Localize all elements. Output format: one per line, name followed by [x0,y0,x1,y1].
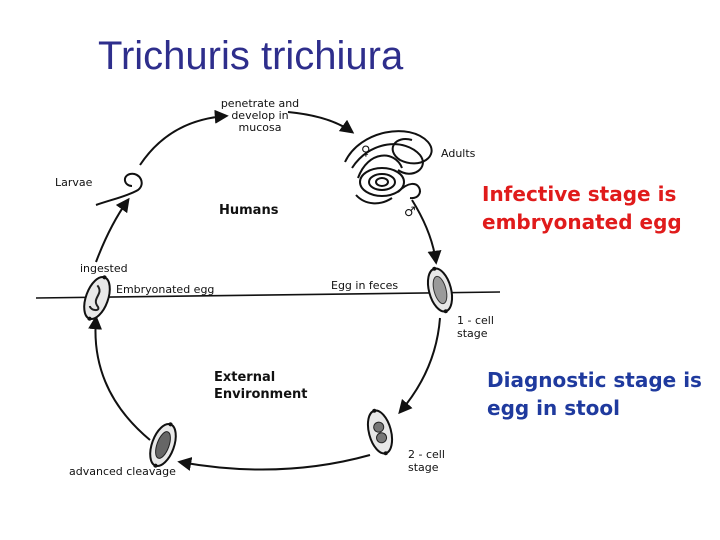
two-cell-egg-illustration [366,408,394,456]
label-egg-in-feces: Egg in feces [331,279,398,292]
label-humans: Humans [219,203,279,218]
arrow-larvae-to-mucosa [139,109,229,166]
slide-title: Trichuris trichiura [98,34,404,78]
label-adults: Adults [441,147,476,160]
label-one-cell-stage-1: 1 - cell [457,314,494,327]
arrow-adults-to-egg-feces [411,199,442,265]
larva-illustration [95,172,143,206]
diagnostic-stage-note: Diagnostic stage is egg in stool [487,366,702,422]
label-one-cell-stage-2: stage [457,327,488,340]
advanced-cleavage-egg-illustration [149,422,177,468]
arrow-ingested-to-larvae [95,197,130,263]
label-penetrate-line-1: penetrate and [221,97,299,110]
label-penetrate-line-2: develop in [231,109,288,122]
diagnostic-note-line-1: Diagnostic stage is [487,368,702,392]
label-environment: Environment [214,387,308,402]
arrow-egg-to-1cell [398,317,441,415]
male-symbol: ♂ [404,205,416,220]
female-symbol: ♀ [361,144,371,159]
label-embryonated-egg: Embryonated egg [116,283,214,296]
embryonated-egg-illustration [83,275,111,321]
label-two-cell-stage-2: stage [408,461,439,474]
egg-in-feces-illustration [426,266,454,314]
environment-divider-line [35,291,501,299]
cycle-arrows [88,109,442,471]
arrow-advanced-to-embryonated [88,315,151,441]
arrow-penetrate-to-adults [287,111,355,134]
label-larvae: Larvae [55,176,93,189]
adult-worms-illustration [344,130,433,205]
infective-stage-note: Infective stage is embryonated egg [482,180,682,236]
label-two-cell-stage-1: 2 - cell [408,448,445,461]
label-external: External [214,370,275,385]
infective-note-line-1: Infective stage is [482,182,677,206]
label-penetrate-line-3: mucosa [239,121,282,134]
label-advanced-cleavage: advanced cleavage [69,465,176,478]
diagnostic-note-line-2: egg in stool [487,396,621,420]
infective-note-line-2: embryonated egg [482,210,682,234]
label-ingested: ingested [80,262,128,275]
arrow-2cell-to-advanced [177,454,371,471]
